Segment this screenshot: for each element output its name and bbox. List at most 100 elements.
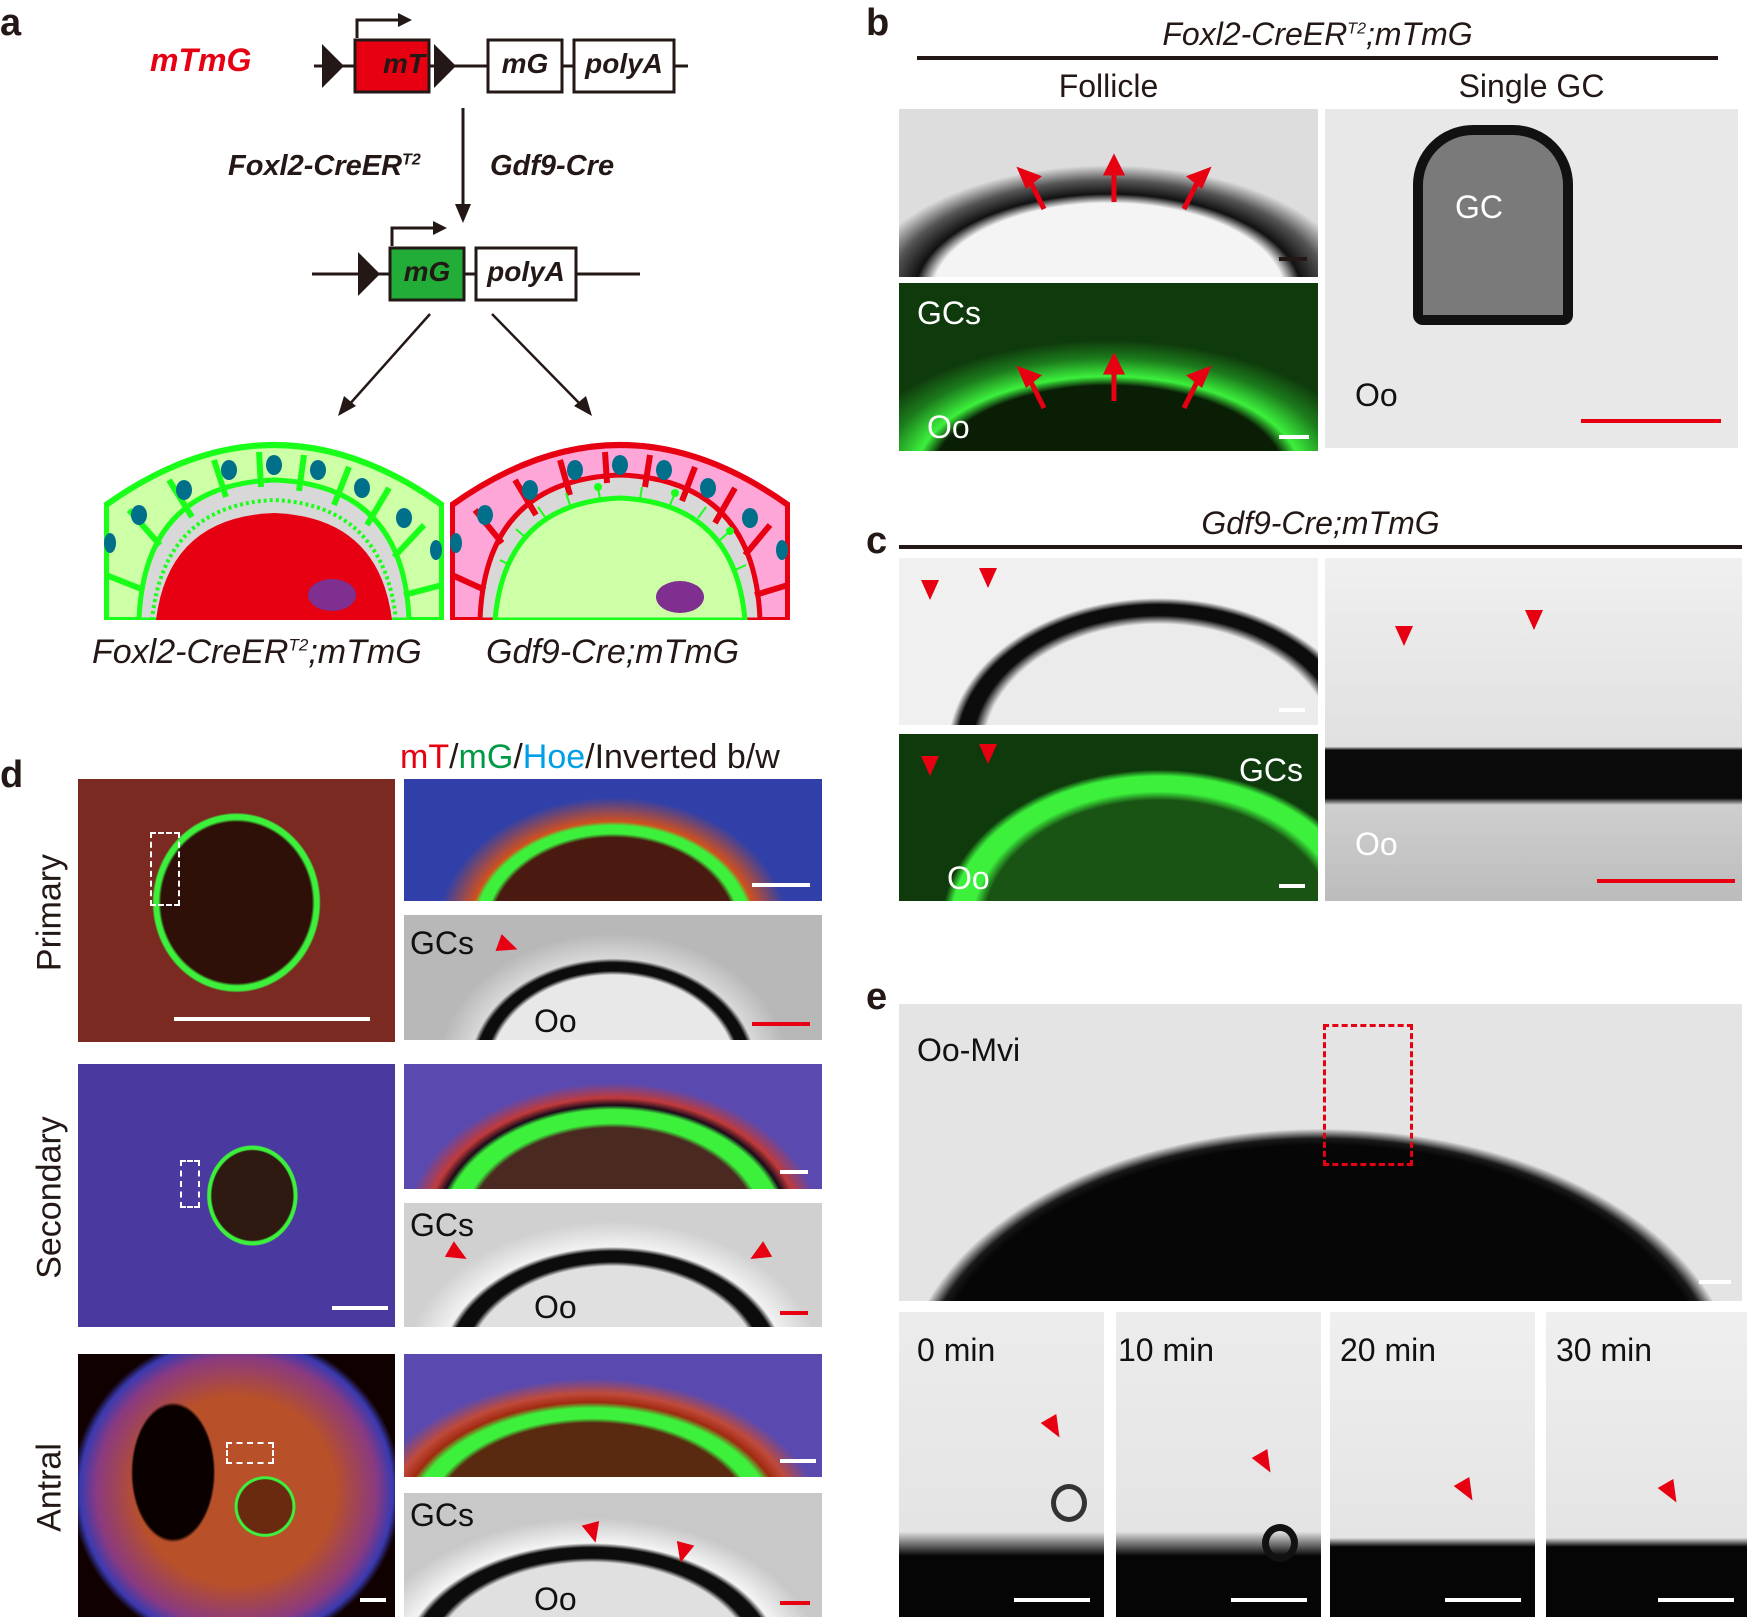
scale-bar xyxy=(752,1022,810,1026)
red-arrowhead-icon xyxy=(671,1541,695,1565)
c-green-image: GCs Oo xyxy=(899,734,1318,901)
red-arrowhead-icon xyxy=(581,1521,605,1545)
panel-b-header: Foxl2-CreERT2;mTmG xyxy=(917,18,1718,50)
scale-bar xyxy=(752,883,810,887)
label-oo: Oo xyxy=(1355,826,1398,862)
schematic-right-caption: Gdf9-Cre;mTmG xyxy=(486,633,740,671)
antral-merge-image xyxy=(404,1354,822,1477)
construct-diagram xyxy=(312,13,688,302)
scale-bar xyxy=(780,1311,808,1315)
red-arrows xyxy=(1016,153,1212,211)
label-gcs: GCs xyxy=(410,925,474,961)
cre-right-label: Gdf9-Cre xyxy=(490,150,615,182)
box-mt-label: mT xyxy=(383,48,425,79)
label-gcs: GCs xyxy=(917,295,981,331)
construct-name: mTmG xyxy=(150,42,252,78)
secondary-overview-image xyxy=(78,1064,395,1327)
red-arrowhead-icon xyxy=(495,934,521,958)
secondary-merge-image xyxy=(404,1064,822,1189)
scale-bar xyxy=(780,1601,810,1605)
scale-bar xyxy=(1279,884,1305,888)
box-mg-label: mG xyxy=(501,48,549,79)
red-arrowhead-icon xyxy=(444,1241,472,1267)
panel-c-header-rule xyxy=(899,545,1742,549)
scale-bar xyxy=(1279,708,1305,712)
label-oo-mvi: Oo-Mvi xyxy=(917,1032,1021,1068)
scale-bar xyxy=(1597,879,1735,883)
box-polya-label: polyA xyxy=(585,48,663,79)
label-oo: Oo xyxy=(927,409,970,445)
scale-bar xyxy=(1581,419,1721,423)
panel-e-label: e xyxy=(866,976,888,1018)
c-zoom-image: Oo xyxy=(1325,558,1742,901)
scale-bar xyxy=(360,1598,386,1602)
scale-bar xyxy=(1279,435,1309,439)
col-follicle-title: Follicle xyxy=(1058,68,1159,104)
bleb-shape xyxy=(1262,1524,1298,1562)
channel-legend: mT/mG/Hoe/Inverted b/w xyxy=(400,738,780,777)
label-oo: Oo xyxy=(1355,377,1398,413)
scale-bar xyxy=(780,1459,816,1463)
label-gcs: GCs xyxy=(1239,752,1303,788)
label-oo: Oo xyxy=(534,1003,577,1039)
col-single-gc-title: Single GC xyxy=(1458,68,1605,104)
legend-mg: mG xyxy=(458,738,514,776)
row-label-antral: Antral xyxy=(30,1443,69,1532)
box-mg-bottom-label: mG xyxy=(403,256,451,287)
inset-box xyxy=(180,1160,200,1208)
cre-left-label: Foxl2-CreERT2 xyxy=(228,150,421,183)
panel-b-header-tail: ;mTmG xyxy=(1365,16,1473,52)
label-oo: Oo xyxy=(534,1289,577,1325)
inset-box xyxy=(150,832,180,906)
caption-left-sup: T2 xyxy=(288,635,309,655)
timepoint-label: 20 min xyxy=(1340,1332,1437,1368)
gc-cell-shape xyxy=(1413,125,1573,325)
secondary-bw-image: GCs Oo xyxy=(404,1203,822,1327)
c-bw-image xyxy=(899,558,1318,725)
label-oo: Oo xyxy=(947,860,990,896)
label-gcs: GCs xyxy=(410,1497,474,1533)
split-arrows xyxy=(338,313,592,416)
follicle-bw-image xyxy=(899,109,1318,277)
scale-bar xyxy=(1231,1598,1307,1602)
legend-mt: mT xyxy=(400,738,450,776)
red-arrowhead-icon xyxy=(979,568,997,588)
legend-hoe: Hoe xyxy=(522,738,586,776)
panel-b-header-rule xyxy=(917,56,1718,60)
scale-bar xyxy=(174,1017,370,1021)
red-arrowhead-icon xyxy=(1395,626,1413,646)
panel-c-label: c xyxy=(866,520,888,562)
legend-sep: / xyxy=(449,738,459,776)
loxp-icon xyxy=(322,44,344,88)
schematic-follicle-foxl2 xyxy=(104,442,444,620)
red-arrowhead-icon xyxy=(745,1241,773,1267)
label-oo: Oo xyxy=(534,1581,577,1617)
primary-overview-image xyxy=(78,779,395,1042)
caption-left-tail: ;mTmG xyxy=(308,633,422,671)
cre-left-sup: T2 xyxy=(402,151,421,169)
panel-c-header: Gdf9-Cre;mTmG xyxy=(1201,505,1440,541)
timepoint-label: 10 min xyxy=(1118,1332,1215,1368)
oo-mvi-image: Oo-Mvi xyxy=(899,1004,1742,1301)
red-arrowhead-icon xyxy=(1251,1448,1279,1478)
antral-bw-image: GCs Oo xyxy=(404,1493,822,1617)
inset-box xyxy=(1323,1024,1413,1166)
schematic-follicle-gdf9 xyxy=(450,442,790,620)
primary-merge-image xyxy=(404,779,822,901)
panel-b-header-text: Foxl2-CreER xyxy=(1162,16,1348,52)
cre-left-text: Foxl2-CreER xyxy=(228,150,403,182)
label-gc: GC xyxy=(1455,189,1503,225)
red-arrowhead-icon xyxy=(921,756,939,776)
scale-bar xyxy=(1699,1280,1731,1284)
panel-b-header-sup: T2 xyxy=(1347,20,1366,38)
scale-bar xyxy=(1445,1598,1521,1602)
red-arrows xyxy=(1016,352,1212,410)
timepoint-30-image: 30 min xyxy=(1546,1312,1747,1617)
bleb-shape xyxy=(1051,1484,1087,1522)
red-arrowhead-icon xyxy=(1657,1478,1685,1508)
timepoint-label: 0 min xyxy=(917,1332,996,1368)
legend-inverted: /Inverted b/w xyxy=(585,738,780,776)
schematic-left-caption: Foxl2-CreERT2;mTmG xyxy=(92,633,422,672)
red-arrowhead-icon xyxy=(921,580,939,600)
scale-bar xyxy=(1658,1598,1734,1602)
